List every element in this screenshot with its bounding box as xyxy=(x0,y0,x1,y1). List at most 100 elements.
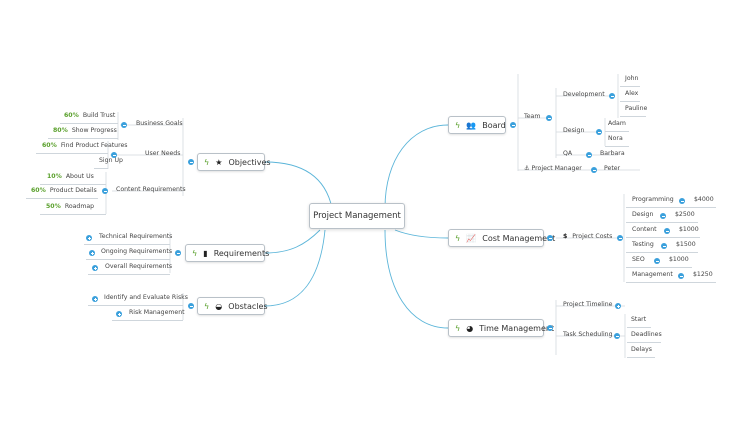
collapse-content-requirements-toggle[interactable] xyxy=(102,188,108,194)
node-content-requirements[interactable]: Content Requirements xyxy=(116,186,186,193)
schedule-item-deadlines[interactable]: Deadlines xyxy=(631,331,662,338)
topic-board[interactable]: ϟ 👥 Board xyxy=(448,116,506,134)
req-ongoing[interactable]: Ongoing Requirements xyxy=(101,248,173,255)
expand-ongoing-requirements-toggle[interactable] xyxy=(89,250,95,256)
lightning-icon: ϟ xyxy=(204,157,210,167)
root-label: Project Management xyxy=(313,211,401,221)
content-about-us[interactable]: 10%About Us xyxy=(47,173,94,180)
cost-item-content[interactable]: Content xyxy=(632,226,657,233)
content-product-details[interactable]: 60%Product Details xyxy=(31,187,97,194)
cost-value-design[interactable]: $2500 xyxy=(675,211,695,218)
expand-technical-requirements-toggle[interactable] xyxy=(86,235,92,241)
link-obstacles xyxy=(264,229,326,307)
node-business-goals[interactable]: Business Goals xyxy=(136,120,183,127)
cost-item-design-toggle[interactable] xyxy=(660,213,666,219)
node-project-manager[interactable]: ⚓ Project Manager xyxy=(524,165,582,172)
percent-badge: 10% xyxy=(47,173,62,180)
collapse-development-toggle[interactable] xyxy=(609,93,615,99)
node-project-timeline[interactable]: Project Timeline xyxy=(563,301,613,308)
cost-item-testing[interactable]: Testing xyxy=(632,241,654,248)
node-project-costs[interactable]: $ Project Costs xyxy=(563,233,612,240)
node-development[interactable]: Development xyxy=(563,91,605,98)
collapse-qa-toggle[interactable] xyxy=(586,152,592,158)
pm-member-peter[interactable]: Peter xyxy=(604,165,621,172)
lightning-icon: ϟ xyxy=(455,120,461,130)
cost-item-design[interactable]: Design xyxy=(632,211,654,218)
dev-member-alex[interactable]: Alex xyxy=(625,90,639,97)
collapse-task-scheduling-toggle[interactable] xyxy=(614,333,620,339)
expand-risk-management-toggle[interactable] xyxy=(116,311,122,317)
project-manager-label: Project Manager xyxy=(531,165,582,172)
link-cost xyxy=(394,229,449,239)
cost-value-seo[interactable]: $1000 xyxy=(669,256,689,263)
cost-item-management-toggle[interactable] xyxy=(678,273,684,279)
collapse-objectives-toggle[interactable] xyxy=(188,159,194,165)
cube-icon: ◒ xyxy=(215,301,223,311)
req-overall[interactable]: Overall Requirements xyxy=(105,263,173,270)
design-member-adam[interactable]: Adam xyxy=(608,120,626,127)
collapse-business-goals-toggle[interactable] xyxy=(121,122,127,128)
cost-item-testing-toggle[interactable] xyxy=(661,243,667,249)
cost-item-management[interactable]: Management xyxy=(632,271,673,278)
goal-show-progress[interactable]: 80%Show Progress xyxy=(53,127,117,134)
collapse-cost-toggle[interactable] xyxy=(547,235,553,241)
obstacle-identify-risks[interactable]: Identify and Evaluate Risks xyxy=(104,294,188,301)
design-member-nora[interactable]: Nora xyxy=(608,135,623,142)
obstacle-risk-management[interactable]: Risk Management xyxy=(129,309,185,316)
lightning-icon: ϟ xyxy=(455,233,461,243)
need-label: Find Product Features xyxy=(60,142,128,149)
link-time xyxy=(384,229,449,329)
expand-project-timeline-toggle[interactable] xyxy=(615,303,621,309)
dev-member-john[interactable]: John xyxy=(625,75,639,82)
cost-value-testing[interactable]: $1500 xyxy=(676,241,696,248)
node-user-needs[interactable]: User Needs xyxy=(145,150,181,157)
goal-label: Build Trust xyxy=(82,112,116,119)
schedule-item-delays[interactable]: Delays xyxy=(631,346,652,353)
expand-identify-risks-toggle[interactable] xyxy=(92,296,98,302)
cost-item-content-toggle[interactable] xyxy=(664,228,670,234)
collapse-time-toggle[interactable] xyxy=(547,325,553,331)
clock-icon: ◕ xyxy=(466,323,474,333)
collapse-project-manager-toggle[interactable] xyxy=(591,167,597,173)
need-find-product-features[interactable]: 60%Find Product Features xyxy=(42,142,128,149)
dollar-icon: $ xyxy=(563,233,568,240)
collapse-team-toggle[interactable] xyxy=(546,115,552,121)
cost-value-content[interactable]: $1000 xyxy=(679,226,699,233)
topic-requirements[interactable]: ϟ ▮ Requirements xyxy=(185,244,269,262)
need-sign-up[interactable]: Sign Up xyxy=(99,157,123,164)
board-label: Board xyxy=(482,120,506,130)
collapse-board-toggle[interactable] xyxy=(510,122,516,128)
content-label: Product Details xyxy=(49,187,97,194)
root-topic[interactable]: Project Management xyxy=(309,203,405,229)
collapse-obstacles-toggle[interactable] xyxy=(188,303,194,309)
collapse-requirements-toggle[interactable] xyxy=(175,250,181,256)
dev-member-pauline[interactable]: Pauline xyxy=(625,105,648,112)
lightning-icon: ϟ xyxy=(192,248,198,258)
star-icon: ★ xyxy=(215,157,223,167)
qa-member-barbara[interactable]: Barbara xyxy=(600,150,625,157)
content-roadmap[interactable]: 50%Roadmap xyxy=(46,203,94,210)
expand-overall-requirements-toggle[interactable] xyxy=(92,265,98,271)
chart-icon: 📈 xyxy=(466,233,477,243)
cost-item-programming-toggle[interactable] xyxy=(679,198,685,204)
cost-value-management[interactable]: $1250 xyxy=(693,271,713,278)
node-team[interactable]: Team xyxy=(524,113,541,120)
cost-item-seo[interactable]: SEO xyxy=(632,256,645,263)
topic-objectives[interactable]: ϟ ★ Objectives xyxy=(197,153,271,171)
req-technical[interactable]: Technical Requirements xyxy=(99,233,173,240)
topic-time-management[interactable]: ϟ ◕ Time Management xyxy=(448,319,554,337)
collapse-design-toggle[interactable] xyxy=(596,129,602,135)
collapse-project-costs-toggle[interactable] xyxy=(617,235,623,241)
cost-item-programming[interactable]: Programming xyxy=(632,196,674,203)
schedule-item-start[interactable]: Start xyxy=(631,316,647,323)
node-qa[interactable]: QA xyxy=(563,150,573,157)
topic-cost-management[interactable]: ϟ 📈 Cost Management xyxy=(448,229,555,247)
collapse-user-needs-toggle[interactable] xyxy=(111,152,117,158)
cost-value-programming[interactable]: $4000 xyxy=(694,196,714,203)
node-task-scheduling[interactable]: Task Scheduling xyxy=(563,331,613,338)
node-design[interactable]: Design xyxy=(563,127,585,134)
goal-build-trust[interactable]: 60%Build Trust xyxy=(64,112,116,119)
cost-item-seo-toggle[interactable] xyxy=(654,258,660,264)
topic-obstacles[interactable]: ϟ ◒ Obstacles xyxy=(197,297,268,315)
